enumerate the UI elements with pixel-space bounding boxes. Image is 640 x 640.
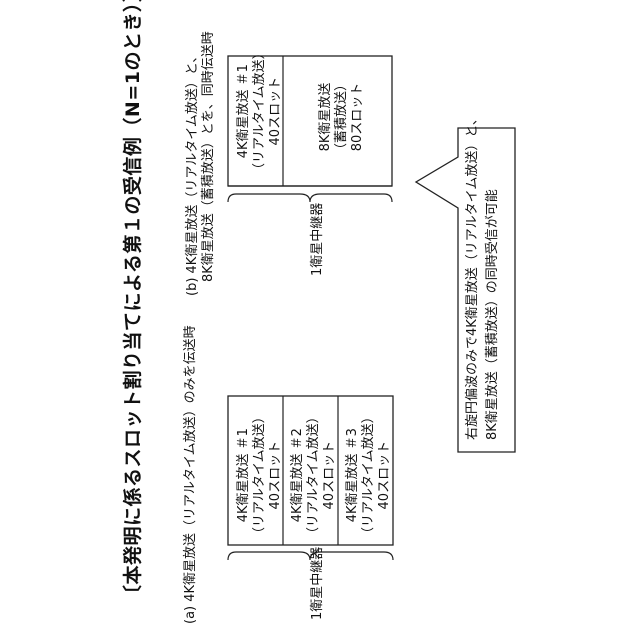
slot-a2-line2: （リアルタイム放送） [306, 410, 322, 540]
slot-b8k-line1: 8K衛星放送 [318, 78, 334, 156]
slot-a2-line1: 4K衛星放送 ＃2 [290, 410, 306, 540]
case-b-slot-4k: 4K衛星放送 ＃1 （リアルタイム放送） 40スロット [236, 46, 284, 176]
slot-b4k-line1: 4K衛星放送 ＃1 [236, 46, 252, 176]
case-b-caption-line1: (b) 4K衛星放送（リアルタイム放送）と、 [186, 50, 199, 296]
callout-line2: 8K衛星放送（蓄積放送）の同時受信が可能 [486, 189, 499, 440]
case-a-caption: (a) 4K衛星放送（リアルタイム放送）のみを伝送時 [184, 325, 197, 624]
case-a-slot-2: 4K衛星放送 ＃2 （リアルタイム放送） 40スロット [290, 410, 338, 540]
slot-a3-line1: 4K衛星放送 ＃3 [345, 410, 361, 540]
case-b-transponder-label: 1衛星中継器 [311, 203, 324, 276]
slot-b4k-line2: （リアルタイム放送） [252, 46, 268, 176]
brace-b [228, 194, 392, 202]
slot-b8k-line3: 80スロット [350, 78, 366, 156]
case-b-slot-8k: 8K衛星放送 （蓄積放送） 80スロット [318, 78, 366, 156]
slot-b4k-line3: 40スロット [268, 46, 284, 176]
slot-a1-line1: 4K衛星放送 ＃1 [236, 410, 252, 540]
case-a-transponder-label: 1衛星中継器 [311, 547, 324, 620]
slot-a2-line3: 40スロット [322, 410, 338, 540]
slot-a1-line3: 40スロット [268, 410, 284, 540]
case-b-caption-line2: 8K衛星放送（蓄積放送）とを、同時伝送時 [202, 31, 215, 282]
slot-a3-line2: （リアルタイム放送） [361, 410, 377, 540]
case-a-slot-1: 4K衛星放送 ＃1 （リアルタイム放送） 40スロット [236, 410, 284, 540]
slot-a1-line2: （リアルタイム放送） [252, 410, 268, 540]
callout-line1: 右旋円偏波のみで4K衛星放送（リアルタイム放送）と、 [466, 112, 479, 440]
case-a-slot-3: 4K衛星放送 ＃3 （リアルタイム放送） 40スロット [345, 410, 393, 540]
page-title: 〔本発明に係るスロット割り当てによる第１の受信例（N=1のとき）〕 [124, 0, 143, 604]
slot-b8k-line2: （蓄積放送） [334, 78, 350, 156]
slot-a3-line3: 40スロット [377, 410, 393, 540]
